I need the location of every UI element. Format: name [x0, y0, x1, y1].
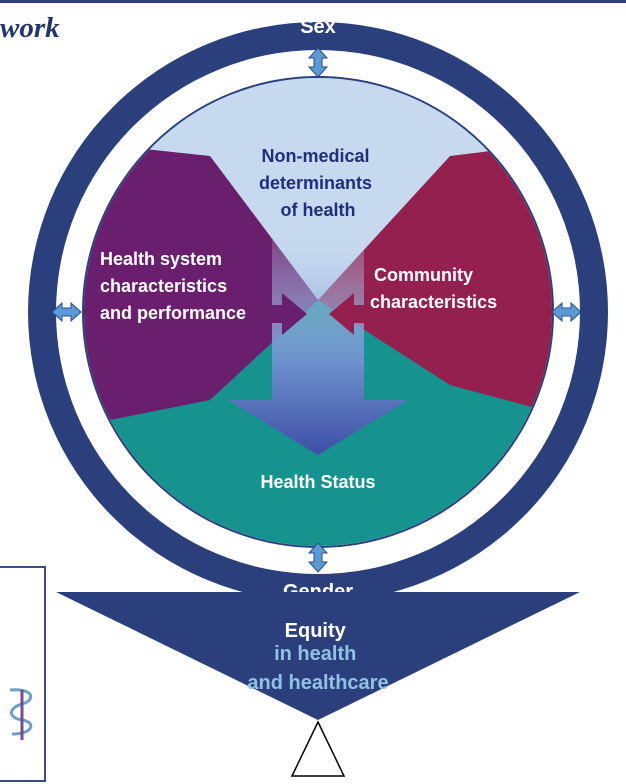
sex-label: Sex — [300, 16, 336, 38]
left-double-arrow — [51, 301, 82, 323]
health-status-label: Health Status — [260, 472, 375, 492]
bottom-double-arrow — [307, 542, 329, 573]
non-medical-section — [84, 78, 552, 300]
equity-shape — [56, 592, 580, 720]
community-arrow — [329, 293, 396, 335]
slide-title-fragment: work — [0, 12, 60, 44]
top-border-line — [0, 0, 626, 3]
logo-glyph — [9, 688, 33, 740]
right-double-arrow — [551, 301, 582, 323]
non-medical-label: Non-medical determinants of health — [259, 146, 377, 220]
down-arrow — [228, 240, 408, 455]
equity-label: Equity in health and healthcare — [247, 620, 388, 694]
community-label: Community characteristics — [370, 265, 497, 312]
health-system-section — [84, 140, 318, 430]
community-section — [318, 140, 552, 420]
health-system-arrow — [240, 293, 307, 335]
top-double-arrow — [307, 47, 329, 78]
fulcrum-triangle — [290, 720, 346, 777]
inner-circle — [84, 78, 552, 546]
side-logo-box — [0, 566, 46, 782]
health-system-label: Health system characteristics and perfor… — [100, 249, 246, 323]
